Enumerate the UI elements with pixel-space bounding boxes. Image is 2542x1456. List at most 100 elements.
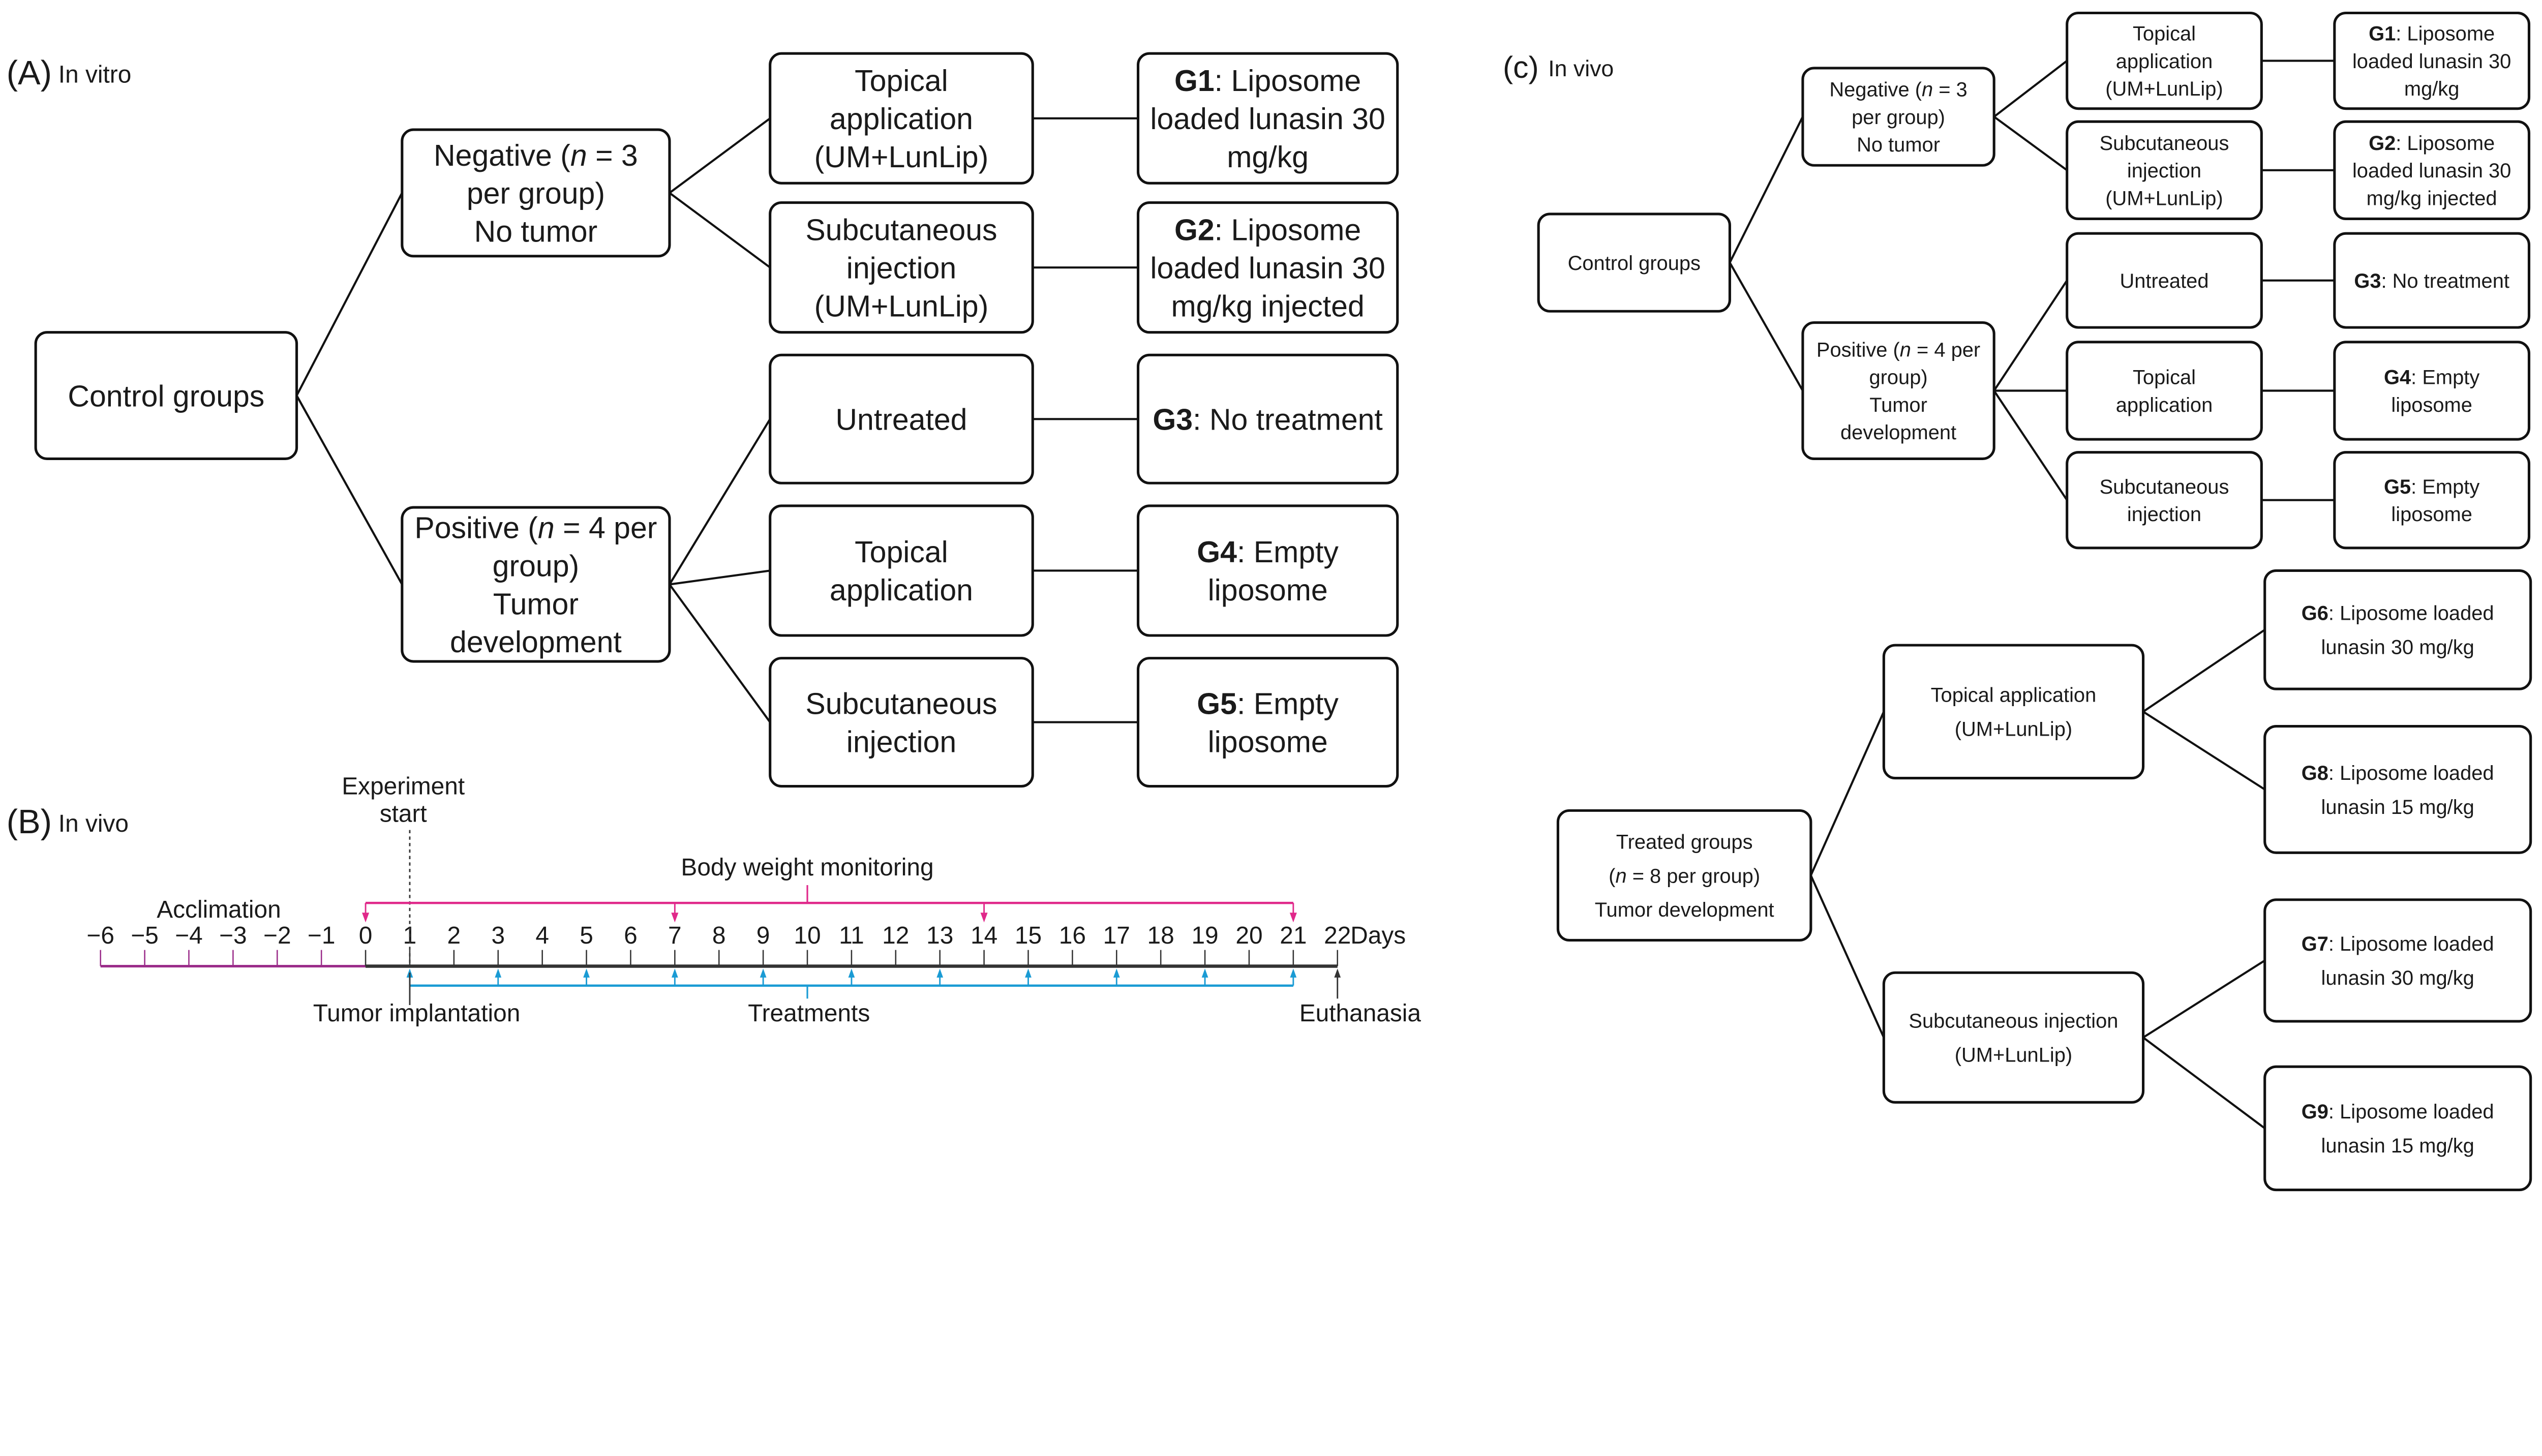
panel-c-box-text: liposome — [2391, 503, 2472, 526]
treatment-arrowhead — [495, 968, 502, 978]
panel-a-box-text: Subcutaneous — [805, 687, 997, 720]
panel-a-box-text: application — [830, 573, 973, 607]
treatment-arrowhead — [1290, 968, 1297, 978]
body-weight-arrowhead — [671, 913, 679, 923]
day-tick-label: 19 — [1191, 922, 1218, 949]
panel-a-box-text: Negative (n = 3 — [434, 139, 638, 172]
panel-a-box-frame — [1136, 657, 1399, 788]
panel-c-connector-negative-neg_topical — [1993, 59, 2068, 118]
treatment-arrowhead — [1113, 968, 1120, 978]
days-unit-label: Days — [1350, 922, 1406, 949]
panel-a-sublabel: In vitro — [58, 62, 132, 88]
panel-a-box-text: application — [830, 102, 973, 136]
panel-c-box-pos_untreated: Untreated — [2066, 232, 2263, 329]
panel-c-box-frame — [1882, 644, 2145, 780]
panel-c-box-text: Topical — [2133, 367, 2196, 389]
panel-c-box-frame — [2066, 341, 2263, 441]
panel-c-box-frame — [1801, 321, 1995, 460]
day-tick-label: −6 — [86, 922, 114, 949]
body-weight-label: Body weight monitoring — [681, 854, 933, 881]
panel-a-box-text: G2: Liposome — [1174, 213, 1361, 247]
panel-a-box-frame — [769, 52, 1034, 185]
day-tick-label: −5 — [131, 922, 159, 949]
panel-a-connector-control-negative — [295, 192, 403, 397]
panel-a-box-text: loaded lunasin 30 — [1150, 102, 1385, 136]
panel-c-box-tr_topical: Topical application(UM+LunLip) — [1882, 644, 2145, 780]
day-tick-label: 15 — [1015, 922, 1042, 949]
panel-c-box-frame — [2333, 11, 2531, 110]
day-tick-label: −2 — [263, 922, 291, 949]
panel-a-connector-negative-neg_topical — [669, 117, 771, 194]
panel-a-connector-negative-neg_subq — [669, 192, 771, 268]
panel-a-box-frame — [34, 331, 298, 460]
panel-c-box-text: No tumor — [1857, 134, 1940, 156]
day-tick-label: 20 — [1235, 922, 1262, 949]
panel-a-box-g3: G3: No treatment — [1136, 353, 1399, 484]
panel-c-box-text: Untreated — [2120, 270, 2209, 292]
panel-a-connector-control-positive — [295, 395, 403, 585]
panel-c-box-frame — [1801, 67, 1995, 167]
panel-a-box-text: injection — [846, 725, 956, 759]
panel-a-box-text: G5: Empty — [1197, 687, 1339, 720]
panel-a-box-text: G4: Empty — [1197, 535, 1339, 569]
panel-c-box-text: lunasin 30 mg/kg — [2321, 636, 2474, 659]
panel-c-box-text: mg/kg injected — [2367, 187, 2497, 209]
panel-c-box-frame — [2333, 232, 2531, 329]
panel-c-box-text: G5: Empty — [2384, 476, 2479, 498]
panel-c-box-text: liposome — [2391, 394, 2472, 416]
panel-a-connector-positive-pos_untreated — [669, 418, 771, 585]
panel-c-sublabel: In vivo — [1548, 56, 1614, 81]
day-tick-label: 3 — [491, 922, 505, 949]
treatment-arrowhead — [583, 968, 590, 978]
panel-c-connector-control-positive — [1729, 262, 1804, 391]
panel-c-box-text: Subcutaneous — [2100, 132, 2229, 155]
panel-c-box-tr_subq: Subcutaneous injection(UM+LunLip) — [1882, 971, 2145, 1104]
panel-a-box-frame — [401, 506, 671, 663]
panel-a-box-text: Topical — [855, 535, 948, 569]
body-weight-arrowhead — [980, 913, 988, 923]
panel-a-box-text: Subcutaneous — [805, 213, 997, 247]
panel-a-box-positive: Positive (n = 4 pergroup)Tumordevelopmen… — [401, 506, 671, 663]
panel-c-connector-positive-pos_subq — [1993, 390, 2068, 501]
panel-c-connector-control-negative — [1729, 116, 1804, 263]
day-tick-label: 2 — [447, 922, 461, 949]
day-tick-label: 22 — [1324, 922, 1351, 949]
panel-c-box-frame — [2263, 725, 2532, 854]
panel-c-box-frame — [1537, 213, 1731, 313]
panel-c-box-text: G9: Liposome loaded — [2302, 1101, 2494, 1123]
panel-c-box-text: loaded lunasin 30 — [2352, 160, 2511, 182]
panel-c-box-frame — [2066, 120, 2263, 221]
panel-a-box-pos_untreated: Untreated — [769, 353, 1034, 484]
panel-a-box-frame — [1136, 52, 1399, 185]
panel-a-box-text: No tumor — [474, 215, 598, 249]
panel-c-box-text: Tumor development — [1595, 899, 1774, 921]
day-tick-label: 4 — [535, 922, 549, 949]
panel-c-box-text: Topical — [2133, 23, 2196, 45]
body-weight-arrowhead — [362, 913, 370, 923]
panel-c-box-text: G8: Liposome loaded — [2302, 762, 2494, 784]
day-tick-label: 18 — [1147, 922, 1174, 949]
panel-a-box-frame — [769, 504, 1034, 637]
panel-c-box-frame — [2333, 120, 2531, 221]
panel-a-box-text: per group) — [467, 177, 605, 210]
panel-a-box-frame — [769, 657, 1034, 788]
panel-c-box-text: development — [1840, 421, 1956, 444]
panel-c-connector-treated-tr_topical — [1809, 711, 1885, 876]
panel-c-box-text: Topical application — [1931, 684, 2097, 707]
panel-c-box-g5: G5: Empty liposome — [2333, 451, 2531, 550]
panel-a-box-frame — [1136, 504, 1399, 637]
panel-c-box-text: G6: Liposome loaded — [2302, 602, 2494, 625]
treatments-label: Treatments — [748, 1000, 870, 1027]
treatment-arrowhead — [1201, 968, 1208, 978]
panel-c-box-text: group) — [1869, 367, 1927, 389]
panel-a-box-control: Control groups — [34, 331, 298, 460]
panel-a-label: (A) — [7, 54, 52, 92]
panel-a-box-text: G1: Liposome — [1174, 64, 1361, 98]
panel-c-box-text: per group) — [1852, 106, 1945, 129]
study-design-figure: (A) In vitro (B) In vivo (c) In vivo Con… — [7, 11, 2532, 1192]
